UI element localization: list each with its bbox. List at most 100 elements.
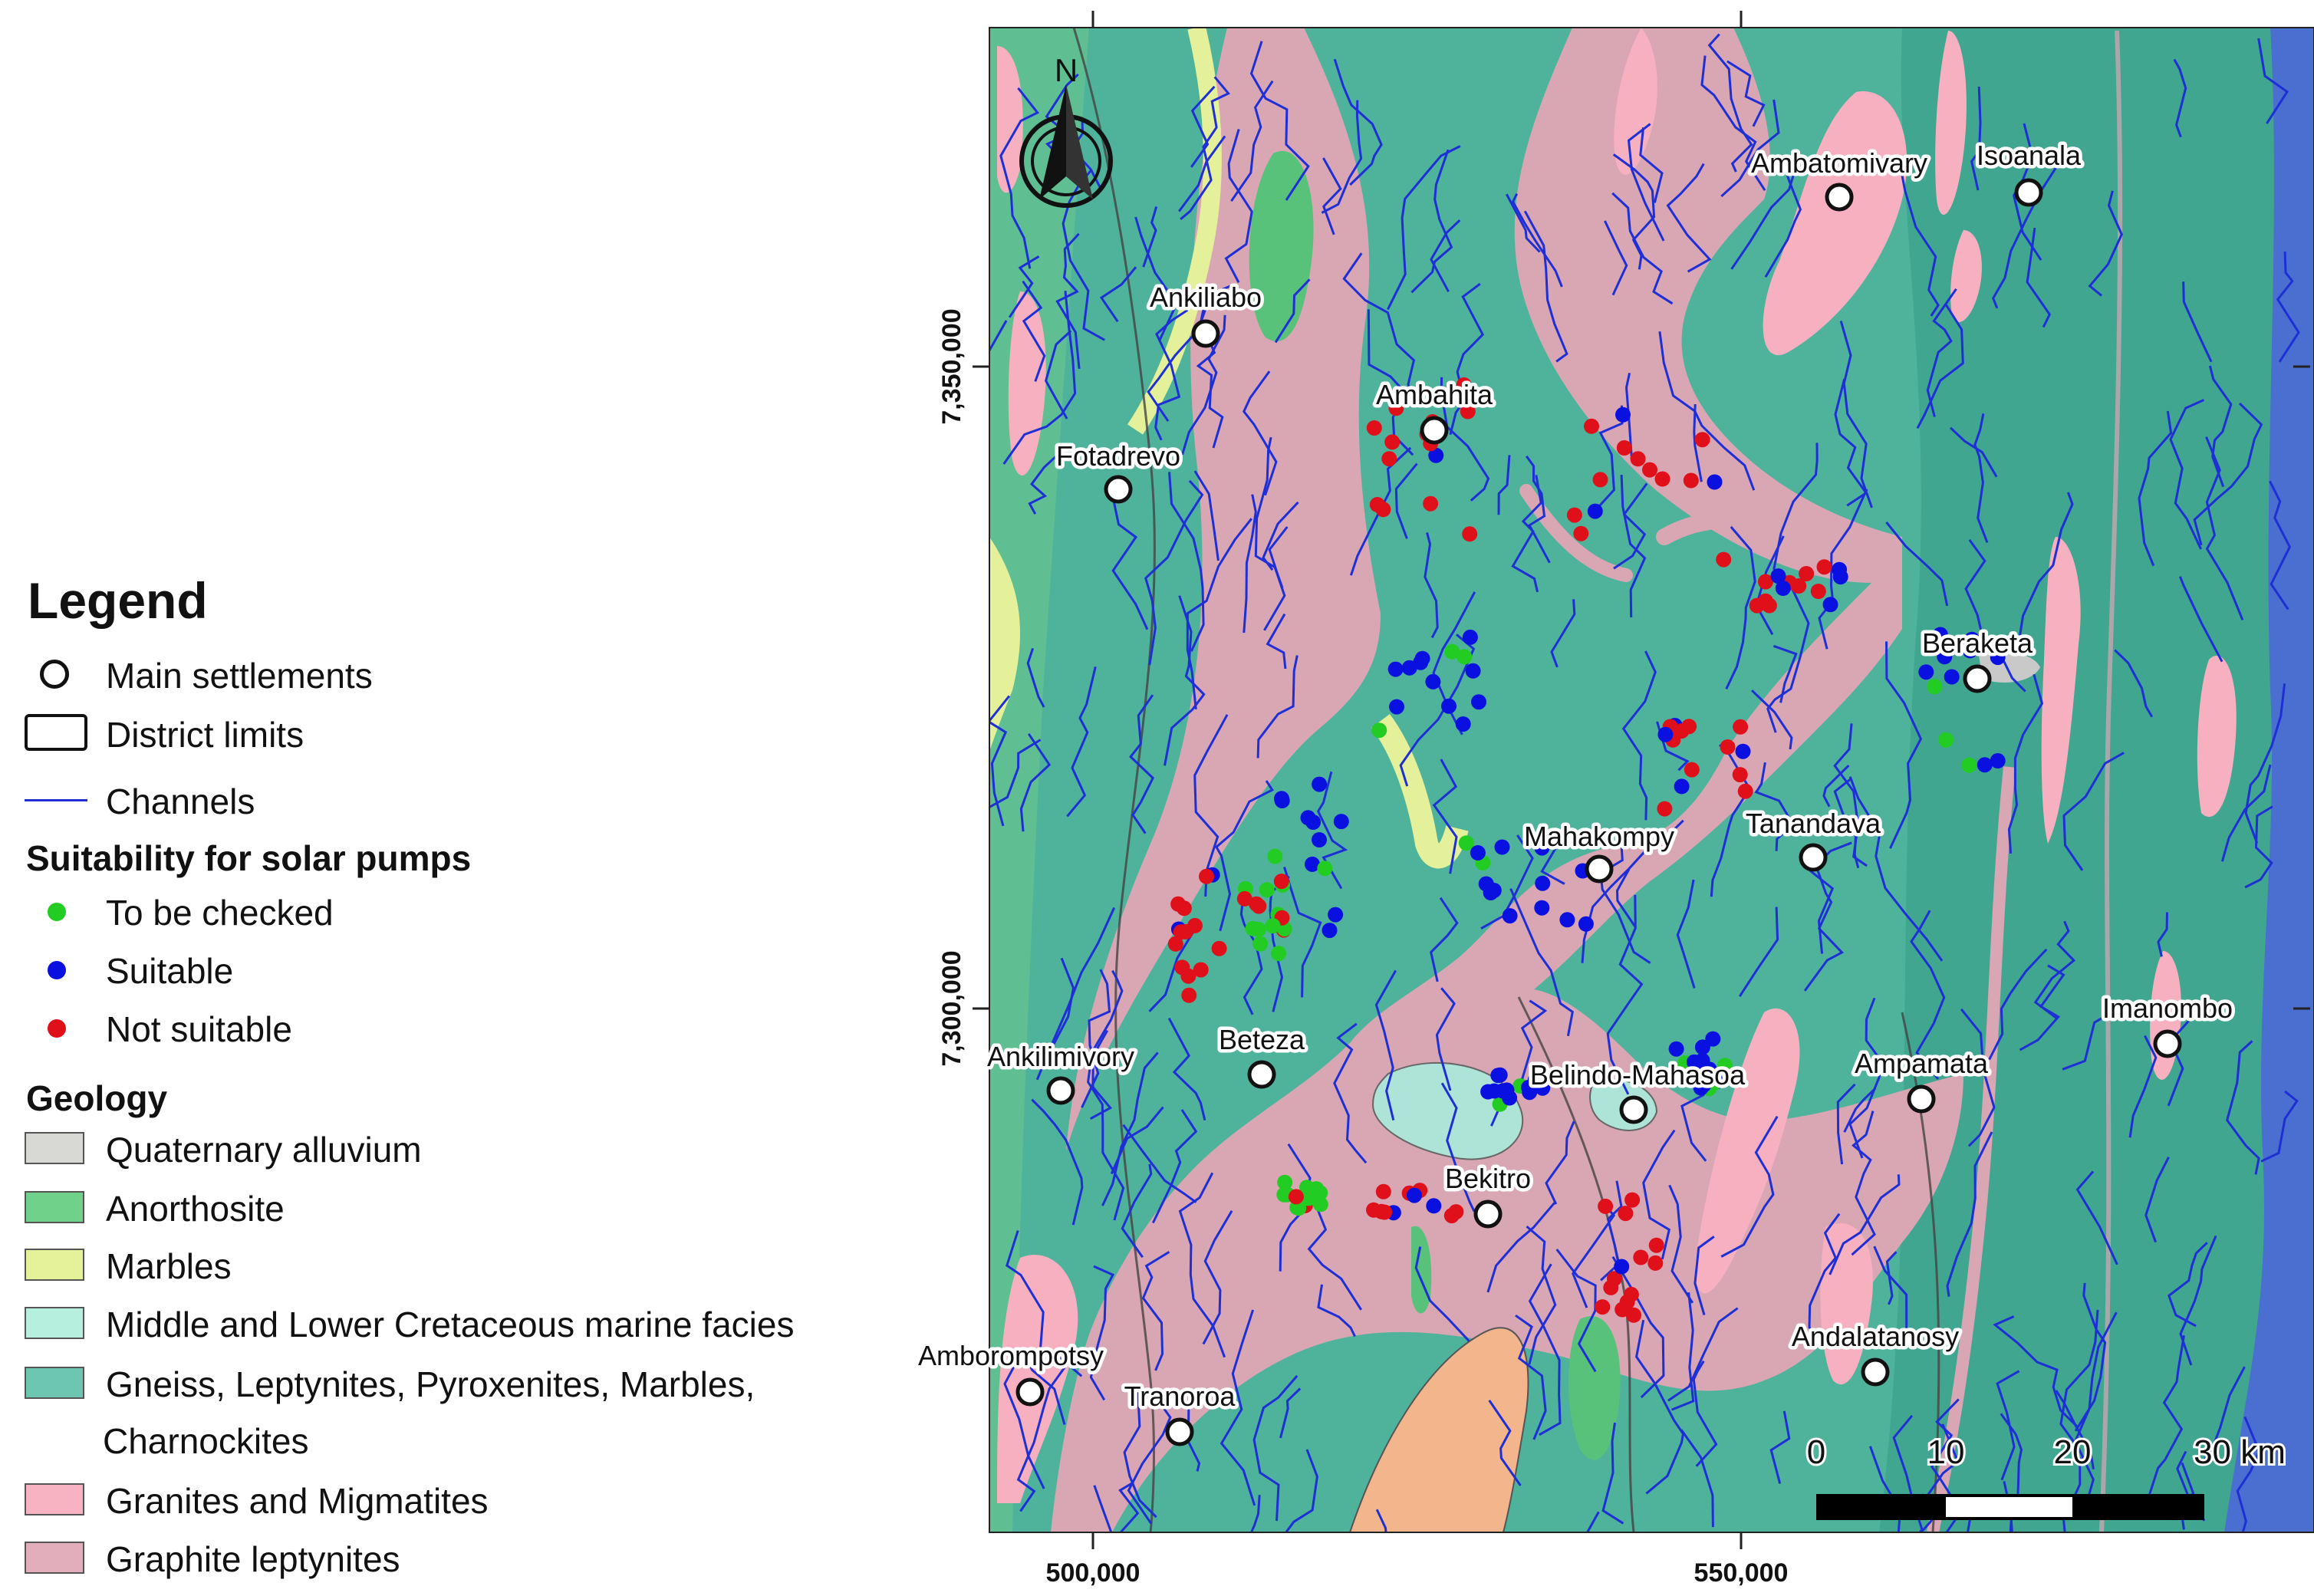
- not-suitable-point: [1177, 923, 1193, 940]
- channel-line: [1109, 486, 1149, 630]
- suitable-point: [1465, 663, 1481, 679]
- x-axis-label: 500,000: [1046, 1558, 1141, 1588]
- not-suitable-point: [1674, 723, 1690, 739]
- suitable-point: [1471, 694, 1486, 710]
- channel-line: [1545, 1120, 1575, 1205]
- not-suitable-point: [1167, 936, 1183, 952]
- suitable-point: [1578, 916, 1594, 932]
- channel-line: [1828, 1174, 1901, 1275]
- not-suitable-point: [1626, 1307, 1641, 1323]
- settlement-label: Ampamata: [1855, 1048, 1989, 1079]
- channel-line: [1511, 193, 1563, 288]
- channel-line: [1611, 1255, 1665, 1399]
- suitable-point: [1425, 673, 1441, 689]
- channel-line: [1122, 1124, 1197, 1203]
- channel-line: [1367, 309, 1414, 456]
- suitable-point: [1470, 845, 1486, 861]
- channel-line: [1177, 135, 1226, 212]
- legend-item-geology: Middle and Lower Cretaceous marine facie…: [0, 1299, 951, 1354]
- channel-line: [1129, 694, 1155, 834]
- channel-line: [1668, 1184, 1694, 1304]
- channel-line: [1486, 1202, 1556, 1293]
- channel-line: [1432, 759, 1458, 874]
- channel-line: [1321, 100, 1363, 214]
- suitable-point: [1407, 1187, 1422, 1203]
- settlement-marker: [1046, 1076, 1075, 1105]
- legend-item-not-suitable: Not suitable: [0, 1004, 951, 1059]
- channel-line: [1016, 1358, 1072, 1512]
- not-suitable-point: [1388, 400, 1404, 416]
- channel-line: [1692, 1360, 1718, 1467]
- suitable-point: [1333, 814, 1349, 830]
- channel-line: [2257, 38, 2289, 124]
- to-be-checked-point: [1277, 1174, 1293, 1190]
- suitable-point: [1521, 1079, 1537, 1095]
- not-suitable-point: [1199, 868, 1214, 884]
- channel-line: [1202, 1209, 1233, 1345]
- channel-line: [1243, 494, 1257, 633]
- channel-line: [2205, 436, 2244, 620]
- channel-line: [1515, 1314, 1547, 1440]
- not-suitable-point: [1733, 719, 1749, 735]
- not-suitable-point: [1799, 566, 1815, 581]
- settlement-label: Amborompotsy: [918, 1340, 1104, 1371]
- settlement-label: Mahakompy: [1524, 821, 1674, 852]
- channel-line: [1151, 1109, 1198, 1224]
- channel-line: [1123, 1391, 1157, 1519]
- channel-line: [989, 695, 1011, 827]
- channel-line: [1283, 867, 1322, 998]
- y-axis-label: 7,300,000: [937, 950, 966, 1066]
- suitable-point: [1559, 912, 1575, 928]
- channel-line: [1901, 158, 1940, 317]
- channel-line: [1186, 518, 1252, 710]
- to-be-checked-point: [1267, 848, 1283, 864]
- suitable-point: [1705, 1031, 1721, 1047]
- channel-line-icon: [25, 799, 87, 801]
- granite-area: [1935, 31, 1967, 215]
- channel-line: [1031, 1098, 1084, 1226]
- channel-line: [1666, 163, 1712, 273]
- channel-line: [1168, 472, 1205, 652]
- channel-line: [1996, 1370, 2020, 1481]
- channel-line: [2144, 1157, 2170, 1243]
- to-be-checked-point: [1458, 835, 1474, 851]
- settlement-label: Tanandava: [1746, 808, 1881, 839]
- legend-item-geology: Anorthosite: [0, 1183, 951, 1239]
- channel-line: [2114, 649, 2154, 718]
- channel-line: [1833, 723, 1868, 867]
- channel-line: [2182, 281, 2213, 363]
- not-suitable-point: [1249, 896, 1265, 912]
- suitable-point: [1466, 1176, 1482, 1192]
- not-suitable-point: [1384, 434, 1401, 450]
- legend-item-main-settlements: Main settlements: [0, 650, 951, 706]
- settlement-marker: [1799, 843, 1828, 872]
- channel-line: [2055, 1390, 2095, 1470]
- settlement-label: Isoanala: [1977, 140, 2082, 171]
- channel-line: [1808, 1213, 1841, 1338]
- y-axis-label: 7,350,000: [937, 308, 966, 424]
- channel-line: [1022, 280, 1046, 382]
- channel-line: [2157, 912, 2168, 957]
- legend-heading-geology: Geology: [26, 1078, 168, 1118]
- not-suitable-point: [1374, 1203, 1390, 1219]
- not-suitable-point: [1683, 472, 1699, 489]
- channel-line: [1387, 145, 1461, 311]
- channel-line: [1885, 521, 1949, 607]
- channel-line: [1769, 1410, 1791, 1484]
- channel-line: [1599, 842, 1651, 964]
- legend-item-geology: Marbles: [0, 1241, 951, 1296]
- channel-line: [1620, 475, 1647, 618]
- to-be-checked-point: [1265, 918, 1281, 934]
- not-suitable-point: [1810, 584, 1826, 599]
- channel-line: [1164, 595, 1206, 766]
- channel-line: [1809, 841, 1852, 954]
- channel-line: [1843, 1088, 1877, 1133]
- not-suitable-point: [1375, 1183, 1391, 1199]
- channel-line: [1766, 588, 1810, 733]
- not-suitable-point: [1816, 559, 1832, 575]
- not-suitable-point: [1716, 551, 1732, 568]
- channel-line: [1700, 55, 1766, 192]
- settlement-layer: Ambatomivary Isoanala Ankiliabo Ambahita…: [914, 137, 2237, 1446]
- settlement-label: Beteza: [1219, 1024, 1305, 1055]
- suitable-point: [1770, 568, 1786, 584]
